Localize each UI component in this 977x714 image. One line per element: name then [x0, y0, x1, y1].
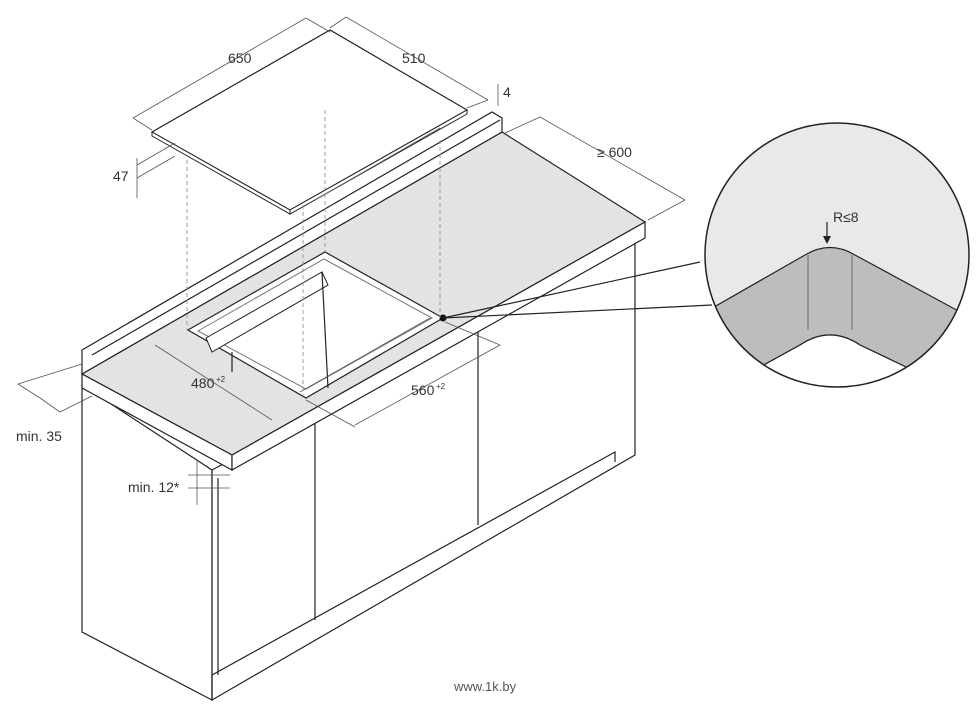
label-cutout-depth: 480	[191, 375, 215, 391]
hob	[150, 29, 469, 215]
label-cutout-depth-tol: +2	[216, 375, 226, 384]
hob-edge-right	[289, 109, 468, 215]
detail-circle-outline	[704, 122, 970, 388]
label-glass-thickness: 4	[503, 84, 511, 100]
label-corner-radius: R≤8	[833, 209, 859, 225]
dimension-labels: 650 510 4 47 ≥ 600 480 +2 560 +2 min. 35…	[16, 50, 859, 694]
label-front-margin: min. 35	[16, 428, 62, 444]
projection-lines	[186, 110, 441, 395]
label-rear-clearance: ≥ 600	[597, 144, 632, 160]
label-hob-length: 650	[228, 50, 252, 66]
label-gap-below: min. 12*	[128, 479, 180, 495]
corner-detail	[704, 122, 970, 388]
cabinet	[81, 241, 636, 702]
label-cutout-width: 560	[411, 382, 435, 398]
dimension-lines	[17, 16, 713, 505]
countertop-right-edge	[231, 220, 646, 472]
label-hob-width: 510	[402, 50, 426, 66]
label-cutout-width-tol: +2	[436, 382, 446, 391]
label-hob-height: 47	[113, 168, 129, 184]
watermark: www.1k.by	[453, 679, 517, 694]
plinth	[211, 450, 616, 676]
cutout-rim	[196, 258, 434, 390]
detail-white	[705, 334, 969, 387]
cutout-back-wall	[205, 271, 329, 353]
